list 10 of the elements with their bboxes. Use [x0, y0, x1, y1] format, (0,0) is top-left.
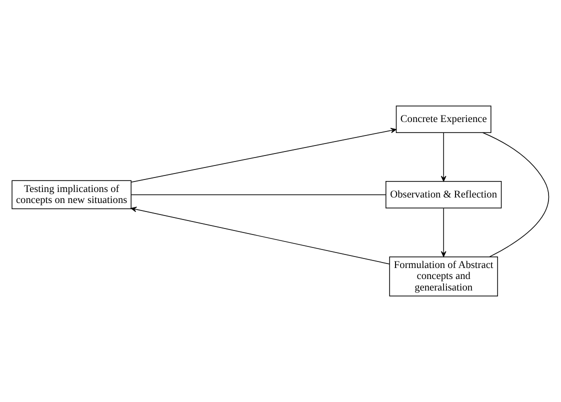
arrow — [440, 132, 446, 182]
node-box: Concrete Experience — [396, 106, 492, 133]
arrow — [130, 206, 390, 264]
connector — [130, 194, 386, 196]
node-box: Testing implications of concepts on new situations — [12, 180, 132, 210]
node-box: Formulation of Abstract concepts and generalisation — [389, 256, 498, 296]
connector — [482, 132, 550, 258]
arrow — [440, 208, 446, 257]
arrow — [131, 128, 396, 182]
node-box: Observation & Reflection — [386, 181, 502, 208]
